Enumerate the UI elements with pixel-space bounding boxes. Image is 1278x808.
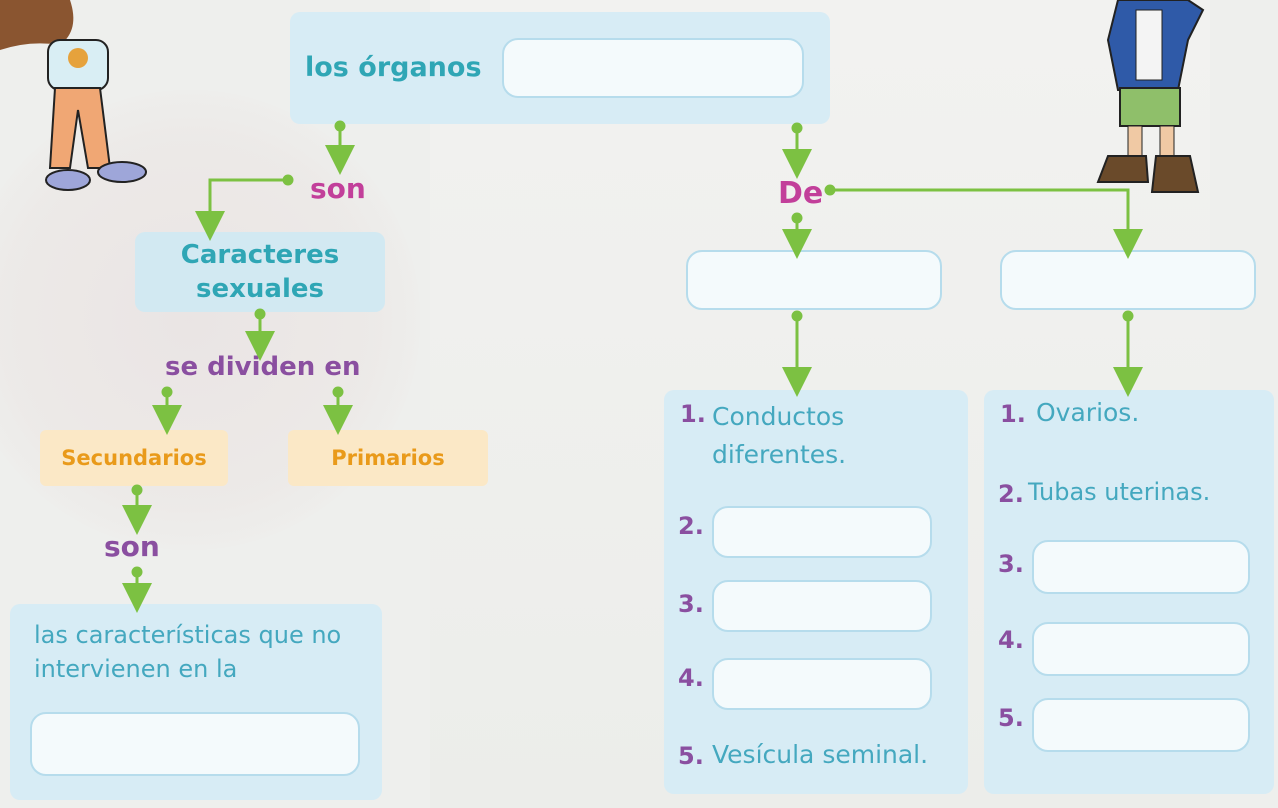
arrow-son-to-caracteres	[195, 178, 288, 241]
top-label: los órganos	[305, 52, 482, 83]
female-item-2: Tubas uterinas.	[1028, 478, 1211, 506]
male-organs-blank[interactable]	[686, 250, 942, 310]
tag-primarios: Primarios	[288, 430, 488, 486]
connector-de: De	[778, 176, 824, 211]
arrow-de-to-female	[830, 188, 1143, 259]
female-num-2: 2.	[998, 480, 1024, 508]
male-num-1: 1.	[680, 400, 706, 428]
female-blank-4[interactable]	[1032, 622, 1250, 676]
description-text: las características que no intervienen e…	[34, 621, 342, 683]
male-item-5: Vesícula seminal.	[712, 740, 929, 769]
male-item-1: Conductos diferentes.	[712, 402, 847, 469]
male-num-3: 3.	[678, 590, 704, 618]
connector-son-1: son	[310, 172, 366, 205]
female-blank-5[interactable]	[1032, 698, 1250, 752]
girl-character-illustration	[0, 0, 147, 191]
male-num-5: 5.	[678, 742, 704, 770]
female-num-3: 3.	[998, 550, 1024, 578]
female-item-1: Ovarios.	[1036, 398, 1140, 427]
female-num-1: 1.	[1000, 400, 1026, 428]
male-blank-2[interactable]	[712, 506, 932, 558]
male-blank-3[interactable]	[712, 580, 932, 632]
connector-son-2: son	[104, 530, 160, 563]
female-num-5: 5.	[998, 704, 1024, 732]
male-num-2: 2.	[678, 512, 704, 540]
tag-secundarios: Secundarios	[40, 430, 228, 486]
caracteres-panel	[135, 232, 385, 312]
caracteres-label: Caracteres sexuales	[180, 240, 340, 304]
male-blank-4[interactable]	[712, 658, 932, 710]
description-blank-field[interactable]	[30, 712, 360, 776]
male-num-4: 4.	[678, 664, 704, 692]
female-num-4: 4.	[998, 626, 1024, 654]
female-blank-3[interactable]	[1032, 540, 1250, 594]
organs-blank-field[interactable]	[502, 38, 804, 98]
boy-character-illustration	[1096, 0, 1205, 193]
